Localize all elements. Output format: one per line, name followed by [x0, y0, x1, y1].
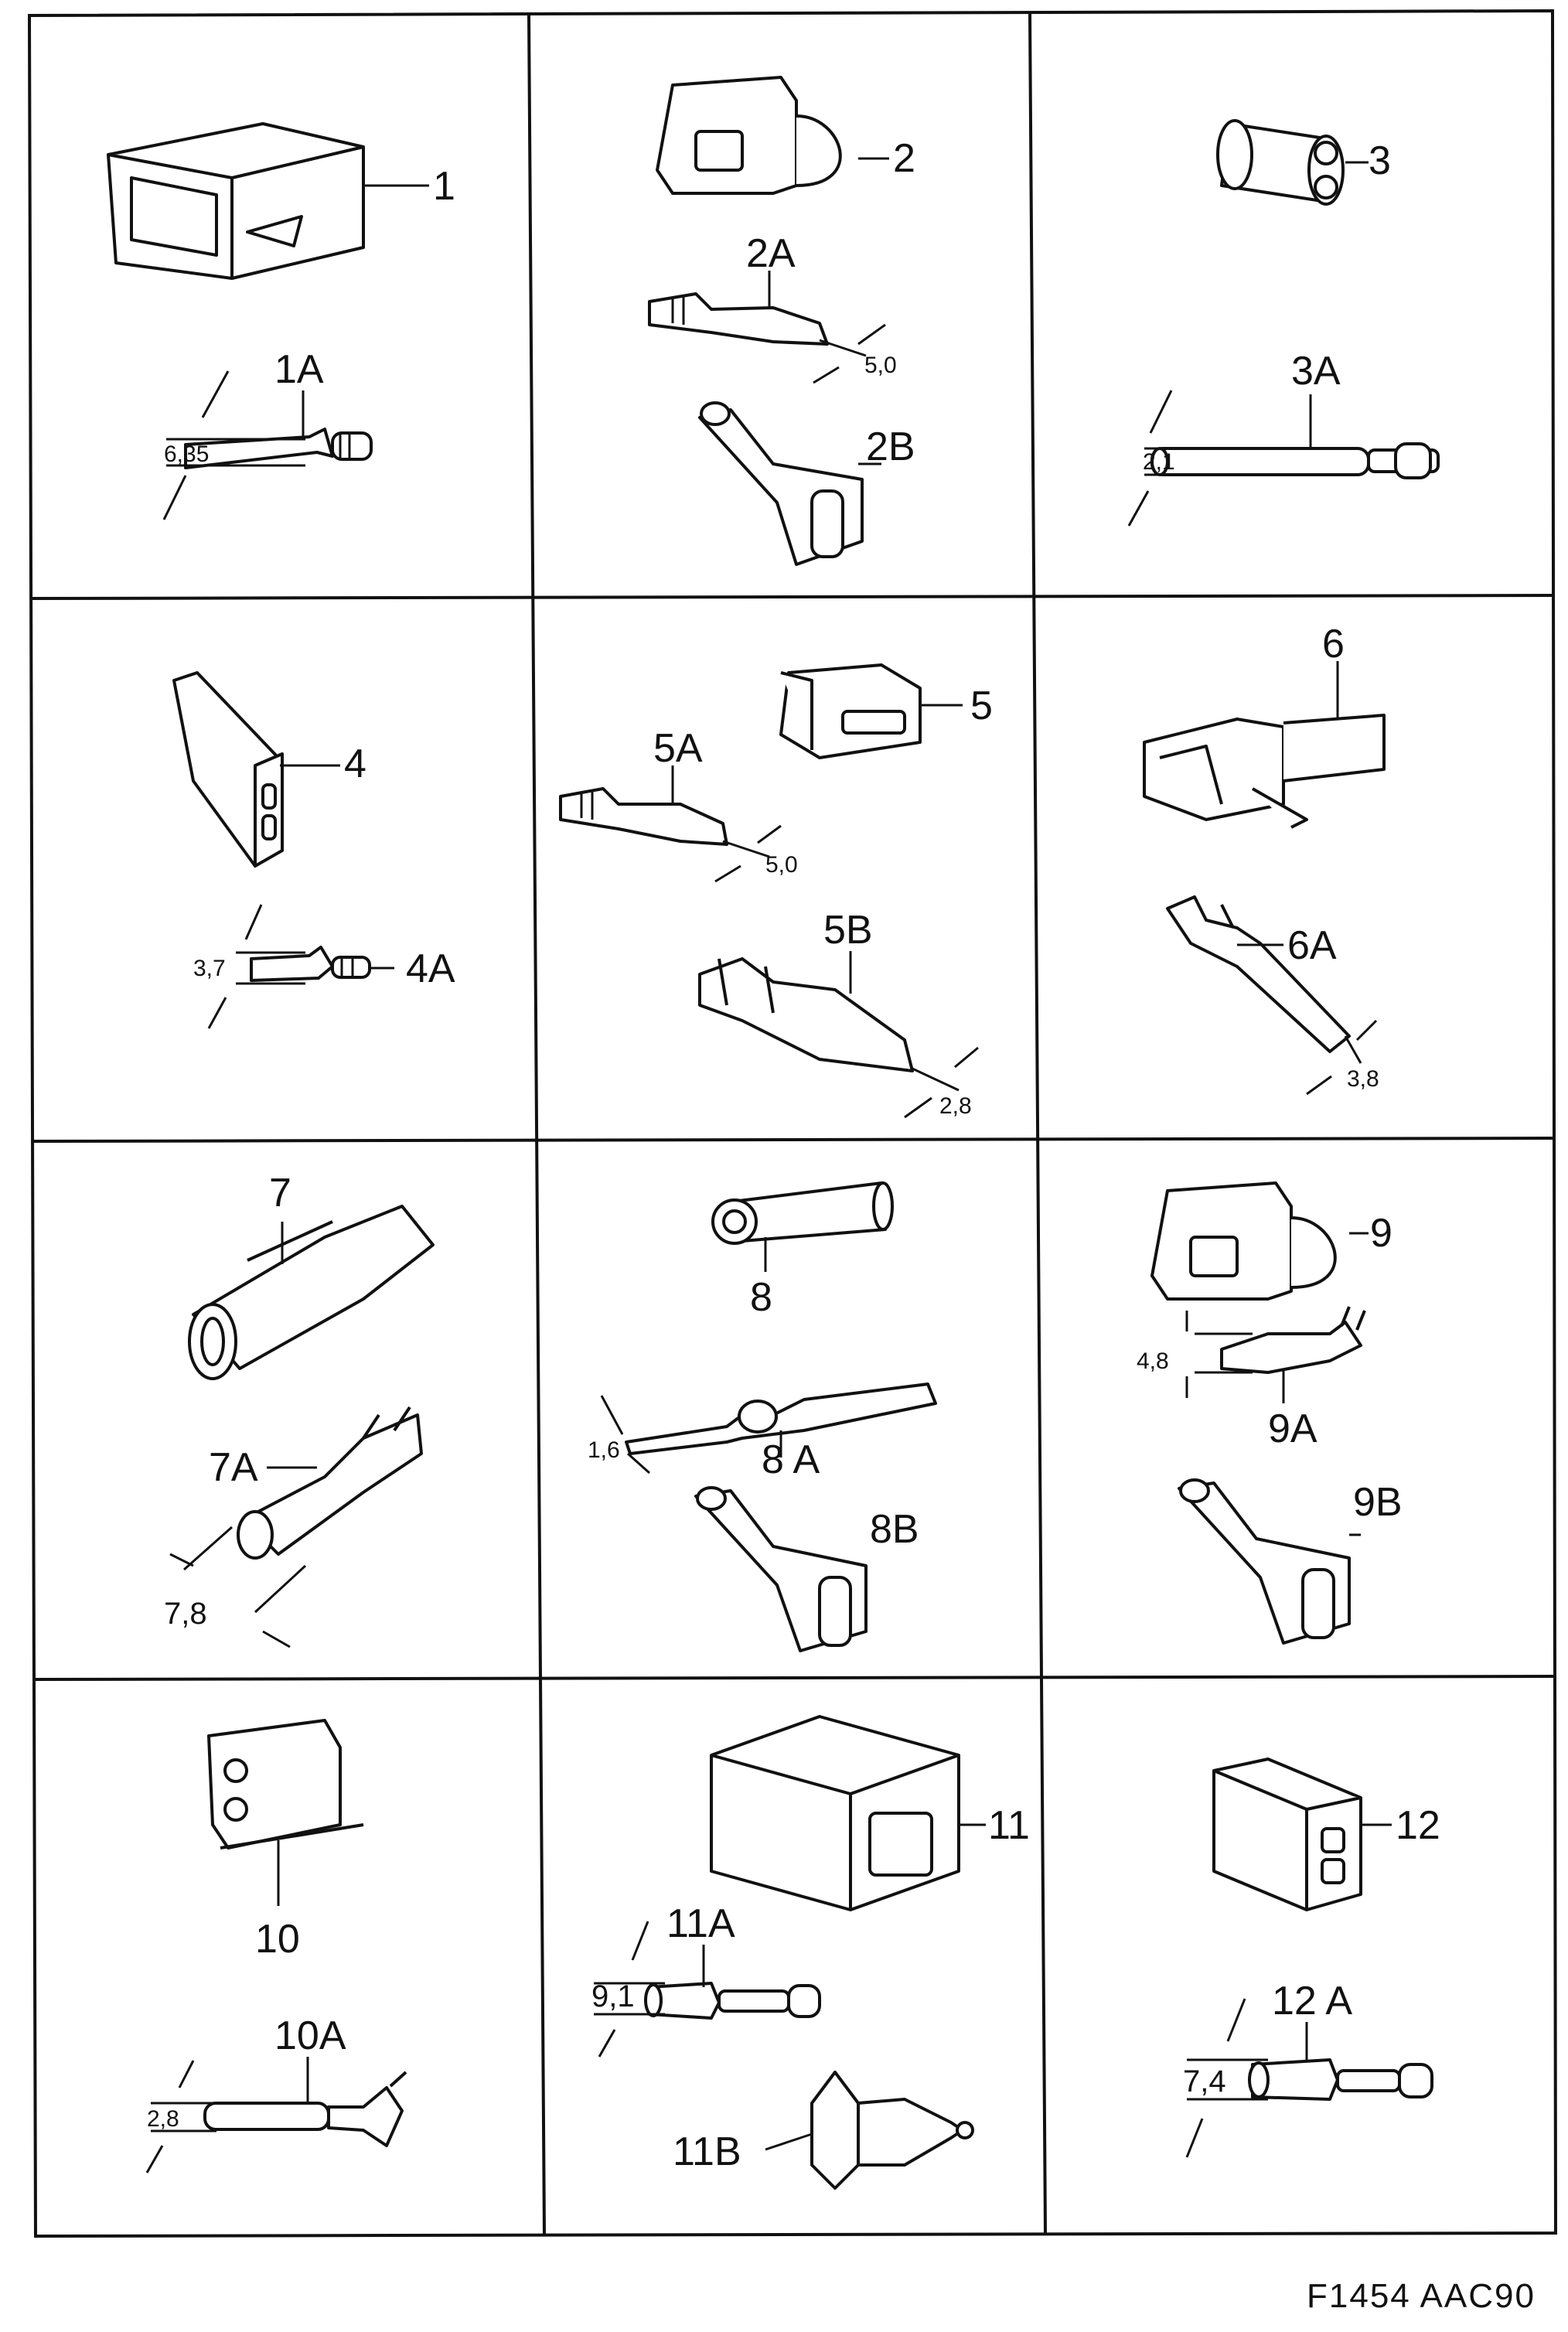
figure-code: F1454 AAC90 [1307, 2277, 1536, 2315]
label-2a: 2A [746, 231, 796, 276]
housing-7 [188, 1205, 435, 1380]
label-8a: 8 A [762, 1437, 820, 1482]
connector-housing-1 [107, 122, 365, 280]
housing-9 [1150, 1181, 1337, 1301]
label-4: 4 [344, 742, 366, 786]
cell-9: 9 9A 4,8 9B [1137, 1181, 1403, 1645]
terminal-12a [1248, 2058, 1433, 2101]
cell-7: 7 7A 7,8 [164, 1171, 435, 1648]
terminal-11a [644, 1982, 821, 2020]
dim-7a: 7,8 [164, 1597, 207, 1631]
label-10: 10 [255, 1917, 300, 1962]
terminal-2a [648, 292, 829, 346]
dim-arrows-4a [207, 904, 305, 1029]
label-7a: 7A [209, 1445, 258, 1490]
terminal-1a [184, 428, 373, 469]
housing-5 [779, 663, 922, 759]
dim-12a: 7,4 [1183, 2064, 1226, 2098]
label-7: 7 [269, 1171, 291, 1215]
label-9a: 9A [1268, 1406, 1317, 1451]
dim-arrows-6a [1306, 1019, 1378, 1096]
dim-arrows-9a [1185, 1311, 1253, 1398]
dim-3a: 2,1 [1143, 449, 1175, 475]
terminal-6a [1166, 895, 1351, 1053]
pin-8a [625, 1382, 937, 1455]
label-1a: 1A [274, 347, 324, 392]
terminal-3a [1150, 442, 1440, 479]
boot-8b [694, 1486, 868, 1652]
dim-arrows-12a [1185, 1998, 1268, 2158]
dim-arrows-2a [813, 323, 886, 384]
dim-arrows-11a [594, 1921, 665, 2058]
dim-arrows-3a [1127, 390, 1191, 527]
cell-1: 1 1A 6,35 [107, 122, 455, 520]
label-11b: 11B [673, 2129, 741, 2174]
cell-11: 11 11A 9,1 11B [591, 1715, 1030, 2190]
dim-arrows-10a [145, 2060, 216, 2173]
label-2b: 2B [866, 424, 915, 469]
boot-2b [698, 401, 864, 566]
label-9: 9 [1370, 1211, 1392, 1256]
cell-10: 10 10A 2,8 [145, 1719, 407, 2173]
connector-housing-2 [656, 76, 842, 195]
label-5a: 5A [653, 726, 703, 771]
housing-4 [172, 671, 284, 868]
dim-arrows-7a [169, 1526, 307, 1648]
cell-5: 5 5A 5,0 5B 2,8 [559, 663, 993, 1119]
terminal-9a [1220, 1306, 1366, 1374]
terminal-7a [237, 1406, 423, 1560]
label-6a: 6A [1287, 923, 1337, 968]
label-8: 8 [750, 1275, 772, 1320]
cell-2: 2 2A 5,0 2B [648, 76, 915, 566]
dim-10a: 2,8 [147, 2106, 179, 2132]
dim-6a: 3,8 [1347, 1066, 1379, 1092]
label-12: 12 [1396, 1803, 1440, 1848]
housing-11 [710, 1715, 960, 1911]
housing-12 [1212, 1758, 1362, 1911]
dim-11a: 9,1 [591, 1979, 635, 2013]
dim-9a: 4,8 [1137, 1348, 1169, 1374]
cell-12: 12 12 A 7,4 [1183, 1758, 1440, 2158]
cell-8: 8 8 A 1,6 8B [588, 1181, 937, 1652]
label-5b: 5B [823, 908, 873, 953]
dim-5a: 5,0 [765, 852, 798, 878]
label-3a: 3A [1291, 349, 1341, 394]
label-12a: 12 A [1272, 1979, 1352, 2023]
grommet-11b [810, 2071, 974, 2190]
dim-5b: 2,8 [939, 1093, 972, 1119]
dim-arrows-8a [600, 1395, 650, 1475]
dim-8a: 1,6 [588, 1437, 620, 1463]
cell-4: 4 4A 3,7 [172, 671, 455, 1029]
dim-arrows-1a [162, 370, 305, 520]
label-11a: 11A [666, 1901, 735, 1946]
dim-2a: 5,0 [864, 353, 897, 378]
label-3: 3 [1369, 138, 1391, 183]
terminal-4a [250, 946, 371, 982]
label-5: 5 [970, 684, 993, 728]
housing-6 [1143, 714, 1386, 829]
dim-arrows-5b [904, 1046, 979, 1119]
terminal-5b [698, 957, 914, 1072]
label-9b: 9B [1353, 1480, 1403, 1525]
label-4a: 4A [406, 946, 455, 991]
label-6: 6 [1322, 622, 1345, 667]
dim-1a: 6,35 [164, 442, 209, 467]
label-11: 11 [988, 1803, 1030, 1848]
terminal-10a [203, 2071, 407, 2147]
label-8b: 8B [870, 1507, 919, 1552]
seal-8 [711, 1181, 894, 1245]
housing-10 [207, 1719, 364, 1850]
label-2: 2 [893, 136, 915, 181]
grid-frame [27, 9, 1558, 2238]
cell-6: 6 6A 3,8 [1143, 622, 1386, 1096]
boot-9b [1178, 1478, 1351, 1645]
label-10a: 10A [274, 2013, 346, 2058]
dim-arrows-5a [714, 824, 782, 883]
insulator-3 [1216, 119, 1345, 206]
label-1: 1 [433, 164, 455, 209]
terminal-5a [559, 787, 728, 846]
dim-4a: 3,7 [193, 956, 226, 981]
cell-3: 3 3A 2,1 [1127, 119, 1440, 527]
